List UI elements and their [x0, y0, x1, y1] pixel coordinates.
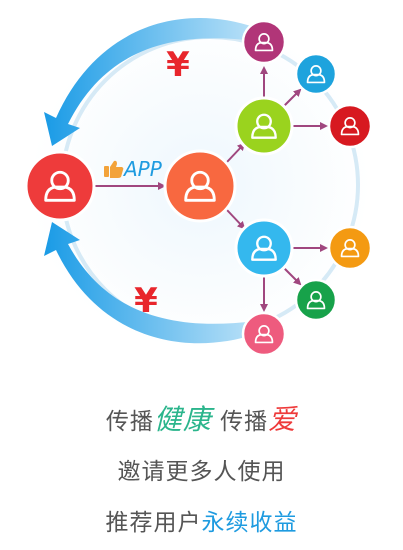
node-pink-user — [241, 311, 287, 357]
node-orange-user — [327, 225, 373, 271]
bottom-return-arc — [44, 222, 262, 344]
thumbs-up-icon — [104, 160, 124, 178]
link-app-to-blue — [226, 209, 246, 230]
top-return-arc — [44, 18, 262, 146]
tagline-spread-health-love: 传播健康 传播爱 — [0, 398, 403, 438]
link-green-to-cyan — [283, 88, 302, 107]
link-app-to-green — [226, 142, 246, 163]
app-label: APP — [122, 157, 163, 181]
user-nodes — [24, 19, 373, 357]
yen-top: ¥ — [166, 45, 190, 85]
node-source-user — [24, 150, 96, 222]
referral-diagram: ¥ ¥ APP — [24, 18, 373, 357]
tagline-1-health: 健康 — [153, 403, 212, 436]
tagline-3-perpetual-income: 永续收益 — [201, 510, 298, 536]
node-cyan-user — [294, 52, 338, 96]
node-red-user — [327, 103, 373, 149]
tagline-3-part-a: 推荐用户 — [105, 510, 202, 536]
tagline-1-part-c: 传播 — [220, 409, 269, 435]
tagline-recommend-earn: 推荐用户永续收益 — [0, 503, 403, 537]
link-blue-to-darkgreen — [283, 267, 302, 286]
app-label-group: APP — [104, 157, 163, 181]
node-blue-user — [234, 218, 294, 278]
node-purple-user — [241, 19, 287, 65]
yen-bottom: ¥ — [134, 281, 158, 321]
node-app-user — [163, 149, 237, 223]
tagline-invite-more: 邀请更多人使用 — [117, 459, 286, 485]
link-arrows — [94, 66, 328, 312]
tagline-1-love: 爱 — [268, 403, 298, 436]
node-green-user — [234, 96, 294, 156]
node-darkgreen-user — [294, 278, 338, 322]
tagline-1-part-a: 传播 — [105, 409, 154, 435]
